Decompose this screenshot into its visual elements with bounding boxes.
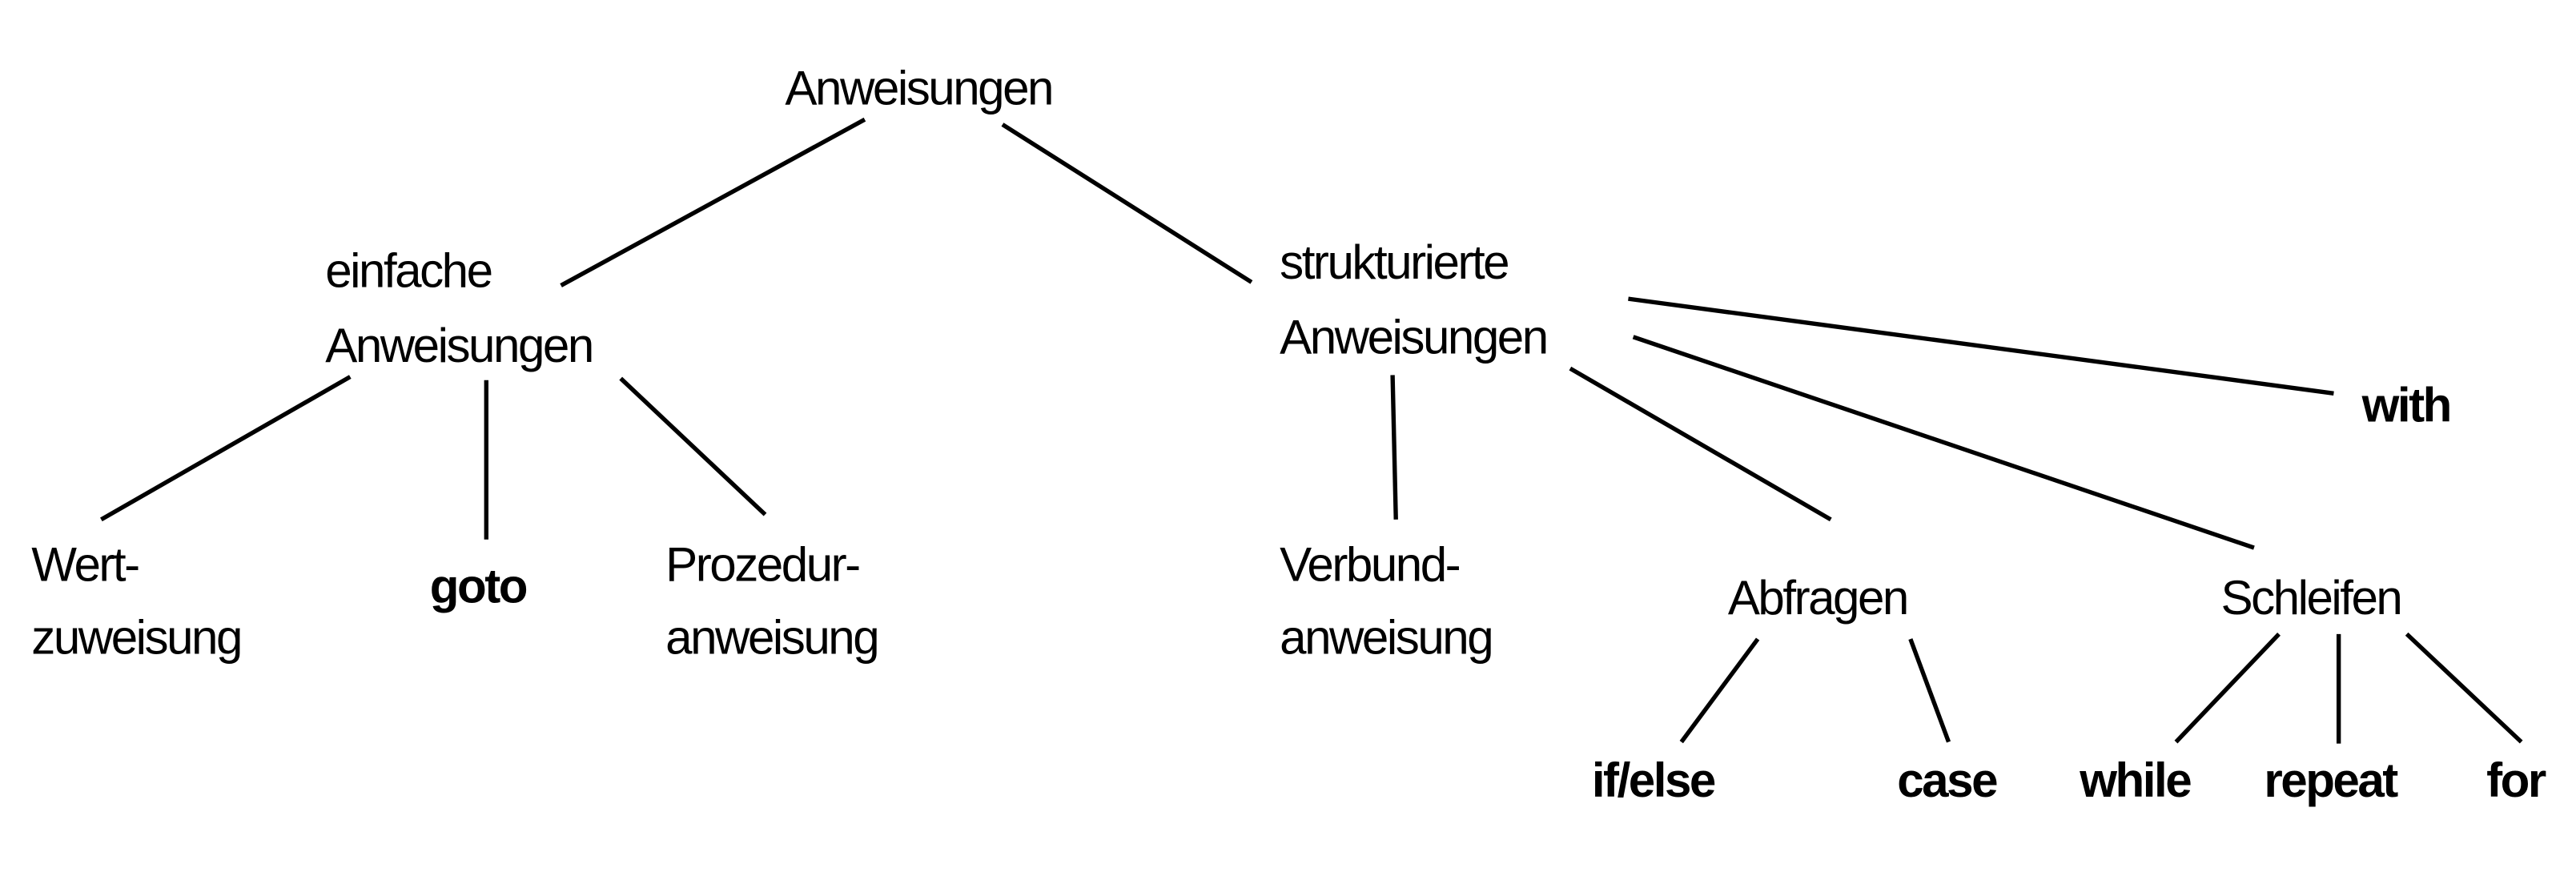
node-root: Anweisungen (785, 62, 1052, 115)
node-schleifen: Schleifen (2220, 571, 2401, 625)
node-wertzuweisung-line1: Wert- (31, 538, 139, 592)
node-abfragen: Abfragen (1728, 571, 1907, 625)
node-einfache-line2: Anweisungen (325, 319, 593, 372)
node-goto: goto (430, 559, 527, 613)
edge-strukturierte-abfragen (1569, 366, 1832, 522)
node-for: for (2486, 753, 2546, 807)
edge-abfragen-case (1908, 638, 1951, 743)
node-strukturierte-line1: strukturierte (1280, 235, 1508, 289)
tree-edges (100, 117, 2523, 744)
node-with: with (2361, 379, 2450, 432)
node-ifelse: if/else (1592, 753, 1715, 807)
edge-strukturierte-verbund (1390, 375, 1398, 520)
edge-einfache-prozedur (619, 376, 767, 516)
node-einfache-line1: einfache (325, 244, 491, 298)
node-verbund-line1: Verbund- (1280, 538, 1460, 592)
edge-abfragen-ifelse (1679, 637, 1760, 744)
node-wertzuweisung-line2: zuweisung (31, 611, 241, 665)
edge-root-einfache (560, 117, 866, 287)
edge-strukturierte-with (1628, 296, 2334, 396)
node-strukturierte-line2: Anweisungen (1280, 311, 1547, 364)
node-repeat: repeat (2264, 753, 2398, 807)
edge-root-strukturierte (1001, 123, 1253, 284)
node-verbund-line2: anweisung (1280, 611, 1492, 665)
edge-einfache-wertzuweisung (100, 375, 352, 522)
node-prozedur-line1: Prozedur- (665, 538, 859, 592)
node-case: case (1897, 753, 1997, 807)
node-prozedur-line2: anweisung (665, 611, 878, 665)
node-while: while (2079, 753, 2191, 807)
edge-schleifen-while (2174, 632, 2281, 744)
edge-schleifen-for (2405, 632, 2523, 744)
edge-strukturierte-schleifen (1632, 335, 2255, 550)
